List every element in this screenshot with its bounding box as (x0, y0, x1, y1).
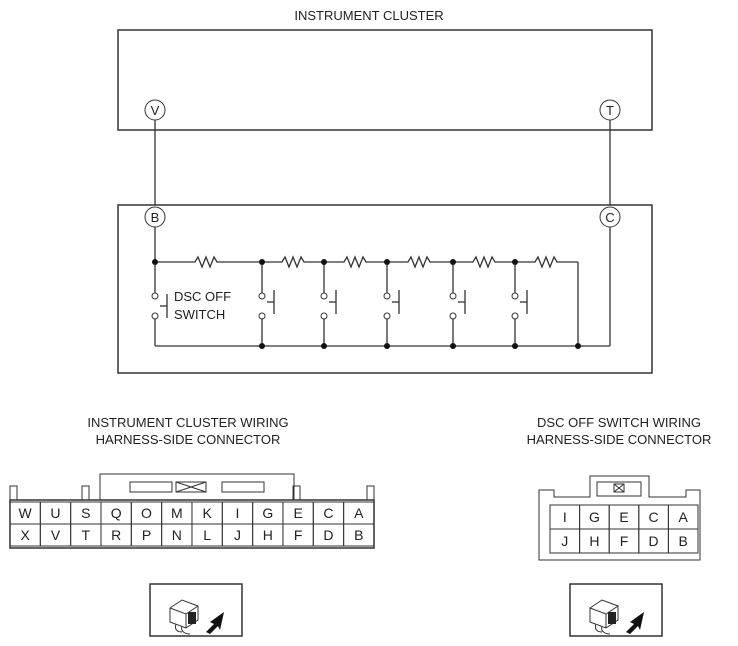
junction-dots (152, 259, 581, 349)
terminal-b-label: B (151, 210, 160, 225)
cluster-pin-label-o: O (141, 505, 152, 521)
dsc-pin-cell-b (667, 528, 699, 554)
dsc-switch-label-line2: SWITCH (174, 307, 225, 322)
cluster-pin-label-i: I (236, 505, 240, 521)
cluster-pin-label-v: V (51, 527, 61, 543)
diagram-title: INSTRUMENT CLUSTER (294, 8, 443, 23)
cluster-pin-label-b: B (354, 527, 363, 543)
dsc-pin-label-j: J (561, 533, 568, 549)
dsc-pin-label-c: C (649, 509, 659, 525)
cluster-connector-title-line2: HARNESS-SIDE CONNECTOR (96, 432, 281, 447)
cluster-connector-title-line1: INSTRUMENT CLUSTER WIRING (87, 415, 288, 430)
cluster-pin-label-w: W (19, 505, 33, 521)
dsc-connector-title-line2: HARNESS-SIDE CONNECTOR (527, 432, 712, 447)
cluster-pin-label-d: D (323, 527, 333, 543)
dsc-pin-label-f: F (620, 533, 629, 549)
cluster-pin-label-l: L (203, 527, 211, 543)
cluster-pin-label-f: F (294, 527, 303, 543)
resistor-ladder (155, 255, 579, 346)
dsc-pin-label-h: H (589, 533, 599, 549)
cluster-pin-label-s: S (81, 505, 90, 521)
dsc-pin-grid: I G E C A J H F D B (549, 504, 699, 554)
cluster-pin-label-j: J (234, 527, 241, 543)
cluster-pin-label-e: E (293, 505, 302, 521)
dsc-pin-label-b: B (679, 533, 688, 549)
cluster-pin-grid: W U S Q O M K I G E C A X V T R P N L J H F D B (9, 501, 375, 547)
cluster-pin-label-h: H (263, 527, 273, 543)
cluster-pin-label-k: K (202, 505, 212, 521)
cluster-pin-label-q: Q (111, 505, 122, 521)
dsc-pin-label-i: I (563, 509, 567, 525)
dsc-connector-title-line1: DSC OFF SWITCH WIRING (537, 415, 701, 430)
dsc-connector (538, 475, 701, 561)
cluster-pin-label-x: X (20, 527, 30, 543)
dsc-view-icon (569, 583, 663, 637)
terminal-t-label: T (606, 103, 614, 118)
cluster-pin-label-c: C (323, 505, 333, 521)
cluster-pin-label-a: A (354, 505, 364, 521)
cluster-pin-cell-b (343, 523, 375, 547)
cluster-pin-label-u: U (50, 505, 60, 521)
switch-branches (151, 262, 528, 346)
dsc-pin-label-e: E (619, 509, 628, 525)
terminal-c-label: C (605, 210, 614, 225)
cluster-pin-label-r: R (111, 527, 121, 543)
dsc-pin-label-d: D (649, 533, 659, 549)
cluster-pin-label-t: T (82, 527, 91, 543)
cluster-pin-label-g: G (262, 505, 273, 521)
terminal-v-label: V (151, 103, 160, 118)
cluster-pin-label-m: M (171, 505, 183, 521)
cluster-pin-label-n: N (172, 527, 182, 543)
dsc-pin-label-a: A (679, 509, 689, 525)
cluster-view-icon (149, 583, 243, 637)
instrument-cluster-box (117, 29, 653, 131)
dsc-switch-label-line1: DSC OFF (174, 289, 231, 304)
cluster-pin-label-p: P (142, 527, 151, 543)
dsc-pin-label-g: G (589, 509, 600, 525)
